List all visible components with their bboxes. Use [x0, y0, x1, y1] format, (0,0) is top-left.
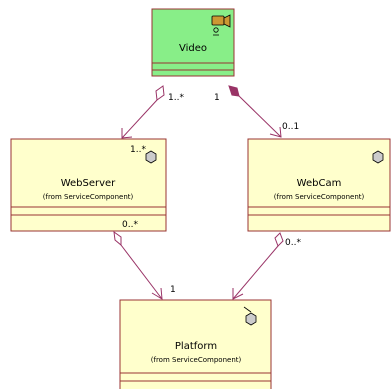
- webcam-class-name: WebCam: [297, 178, 342, 189]
- association-line: [232, 245, 279, 300]
- aggregation-diamond: [155, 85, 165, 101]
- video-webserver-source-multiplicity: 1..*: [168, 93, 184, 103]
- video-webserver-target-multiplicity: 1..*: [130, 145, 146, 155]
- association-line: [120, 244, 163, 300]
- webcam-platform-source-multiplicity: 0..*: [285, 238, 301, 248]
- association-webserver-platform[interactable]: 0..* 1: [113, 220, 176, 300]
- association-video-webcam[interactable]: 1 0..1: [214, 85, 299, 138]
- webserver-platform-target-multiplicity: 1: [170, 285, 176, 295]
- association-video-webserver[interactable]: 1..* 1..*: [121, 85, 184, 155]
- aggregation-diamond: [113, 230, 122, 247]
- navigability-arrow: [232, 288, 244, 300]
- webserver-package-label: (from ServiceComponent): [43, 193, 134, 201]
- webserver-class-name: WebServer: [61, 178, 116, 189]
- webcam-class[interactable]: WebCam (from ServiceComponent): [247, 138, 391, 232]
- component-stem-line: [243, 306, 252, 313]
- hexagon-component-icon: [145, 150, 157, 164]
- navigability-arrow: [269, 126, 282, 138]
- navigability-arrow: [121, 128, 133, 139]
- camera-icon: [211, 14, 231, 36]
- aggregation-diamond: [274, 232, 284, 247]
- webcam-class-box: [247, 138, 391, 232]
- association-webcam-platform[interactable]: 0..*: [232, 232, 301, 300]
- video-webcam-source-multiplicity: 1: [214, 93, 220, 103]
- composition-diamond: [228, 85, 240, 97]
- hexagon-component-icon: [372, 150, 384, 164]
- association-line: [238, 95, 282, 138]
- webserver-class[interactable]: WebServer (from ServiceComponent): [10, 138, 167, 232]
- hexagon-component-icon: [245, 312, 257, 326]
- platform-class[interactable]: Platform (from ServiceComponent): [119, 299, 272, 389]
- webserver-class-box: [10, 138, 167, 232]
- video-webcam-target-multiplicity: 0..1: [282, 122, 299, 132]
- association-line: [121, 99, 158, 139]
- platform-package-label: (from ServiceComponent): [151, 356, 242, 364]
- video-class[interactable]: Video: [151, 8, 235, 77]
- webcam-package-label: (from ServiceComponent): [274, 193, 365, 201]
- webserver-platform-source-multiplicity: 0..*: [122, 220, 138, 230]
- video-class-name: Video: [179, 43, 207, 54]
- platform-class-name: Platform: [175, 341, 217, 352]
- platform-class-box: [119, 299, 272, 389]
- navigability-arrow: [151, 287, 163, 300]
